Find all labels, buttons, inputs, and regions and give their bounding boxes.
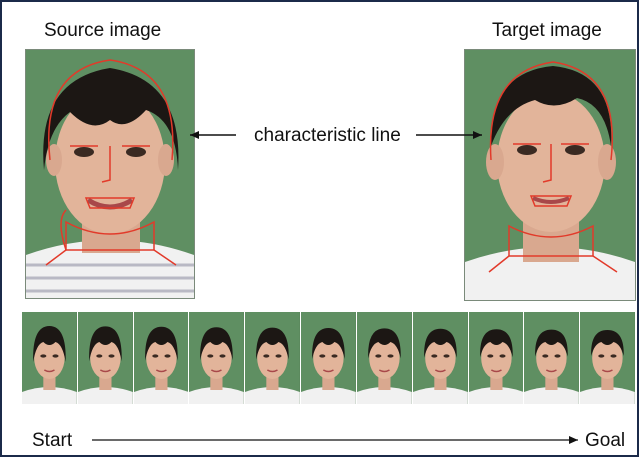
- goal-label: Goal: [585, 430, 626, 451]
- source-image-label: Source image: [44, 20, 162, 41]
- morph-frame: [301, 312, 356, 404]
- morph-frame: [133, 312, 189, 404]
- morph-frame: [356, 312, 412, 404]
- morph-frame: [468, 312, 524, 404]
- morph-frame: [580, 312, 635, 404]
- morph-sequence-strip: [22, 312, 635, 404]
- source-image: [26, 50, 194, 298]
- target-image-label: Target image: [492, 20, 602, 41]
- start-label: Start: [32, 430, 73, 451]
- morph-frame: [245, 312, 301, 404]
- morph-frame: [524, 312, 580, 404]
- morph-frame: [77, 312, 133, 404]
- target-image: [465, 50, 635, 300]
- morph-frame: [412, 312, 468, 404]
- morph-frame: [22, 312, 77, 404]
- morph-frame: [189, 312, 245, 404]
- characteristic-line-label: characteristic line: [254, 125, 401, 146]
